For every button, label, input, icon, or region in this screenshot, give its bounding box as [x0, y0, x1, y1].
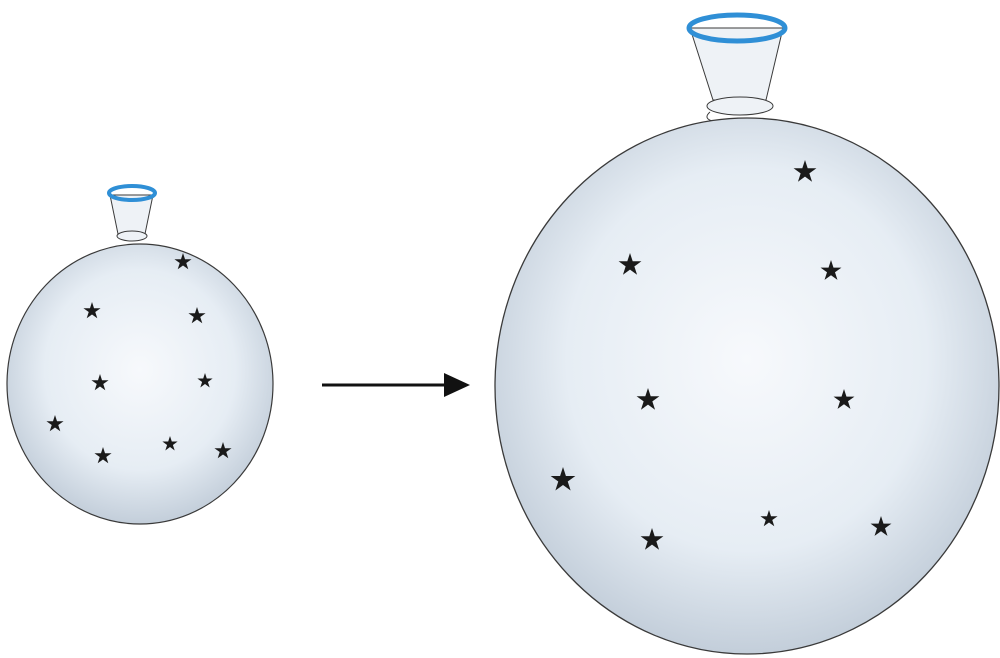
small-balloon-neck [109, 186, 155, 241]
large-balloon-neck [689, 15, 785, 121]
small-balloon-body [7, 244, 273, 524]
arrow-right-icon [322, 373, 470, 397]
small-balloon [7, 186, 273, 524]
large-balloon-body [495, 118, 999, 654]
large-balloon [495, 15, 999, 654]
